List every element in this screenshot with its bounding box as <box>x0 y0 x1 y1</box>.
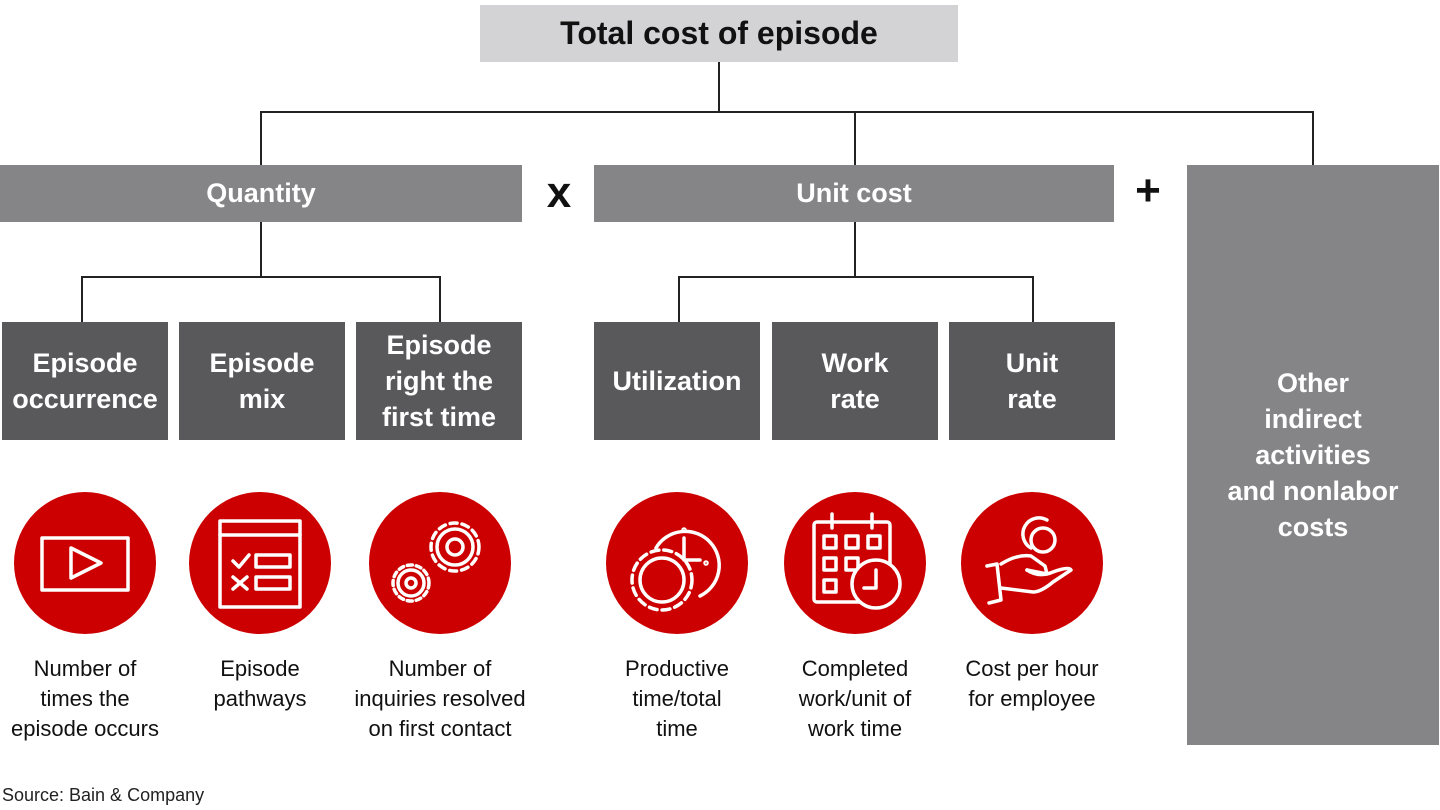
plus-operator: + <box>1135 166 1161 215</box>
connector <box>260 222 262 277</box>
connector <box>854 222 856 277</box>
connector <box>1312 111 1314 165</box>
utilization-box: Utilization <box>594 322 760 440</box>
source-note: Source: Bain & Company <box>2 785 205 805</box>
unit-rate-box: Unit rate <box>949 322 1115 440</box>
connector <box>1032 276 1034 322</box>
connector <box>260 111 262 165</box>
connector <box>854 111 856 165</box>
caption: Number of inquiries resolved on first co… <box>354 656 526 741</box>
work-rate-box: Work rate <box>772 322 938 440</box>
caption: Number of times the episode occurs <box>11 656 159 741</box>
caption: Episode pathways <box>213 656 307 711</box>
calendar-clock-icon <box>784 492 926 634</box>
episode-mix-box: Episode mix <box>179 322 345 440</box>
connector <box>81 276 441 278</box>
caption: Productive time/total time <box>625 656 729 741</box>
connector <box>678 276 1034 278</box>
connector <box>678 276 680 322</box>
caption: Completed work/unit of work time <box>798 656 912 741</box>
multiply-operator: x <box>546 168 572 217</box>
episode-occurrence-box: Episode occurrence <box>2 322 168 440</box>
connector <box>260 111 1314 113</box>
video-play-icon <box>14 492 156 634</box>
unit-cost-box: Unit cost <box>594 165 1114 222</box>
connector <box>718 62 720 112</box>
other-costs-box: Other indirect activities and nonlabor c… <box>1187 165 1439 745</box>
gear-clock-icon <box>606 492 748 634</box>
total-cost-box: Total cost of episode <box>480 5 958 62</box>
hand-coin-icon <box>961 492 1103 634</box>
gears-icon <box>369 492 511 634</box>
connector <box>81 276 83 322</box>
caption: Cost per hour for employee <box>965 656 1099 711</box>
episode-right-first-time-box: Episode right the first time <box>356 322 522 440</box>
checklist-icon <box>189 492 331 634</box>
connector <box>439 276 441 322</box>
quantity-box: Quantity <box>0 165 522 222</box>
